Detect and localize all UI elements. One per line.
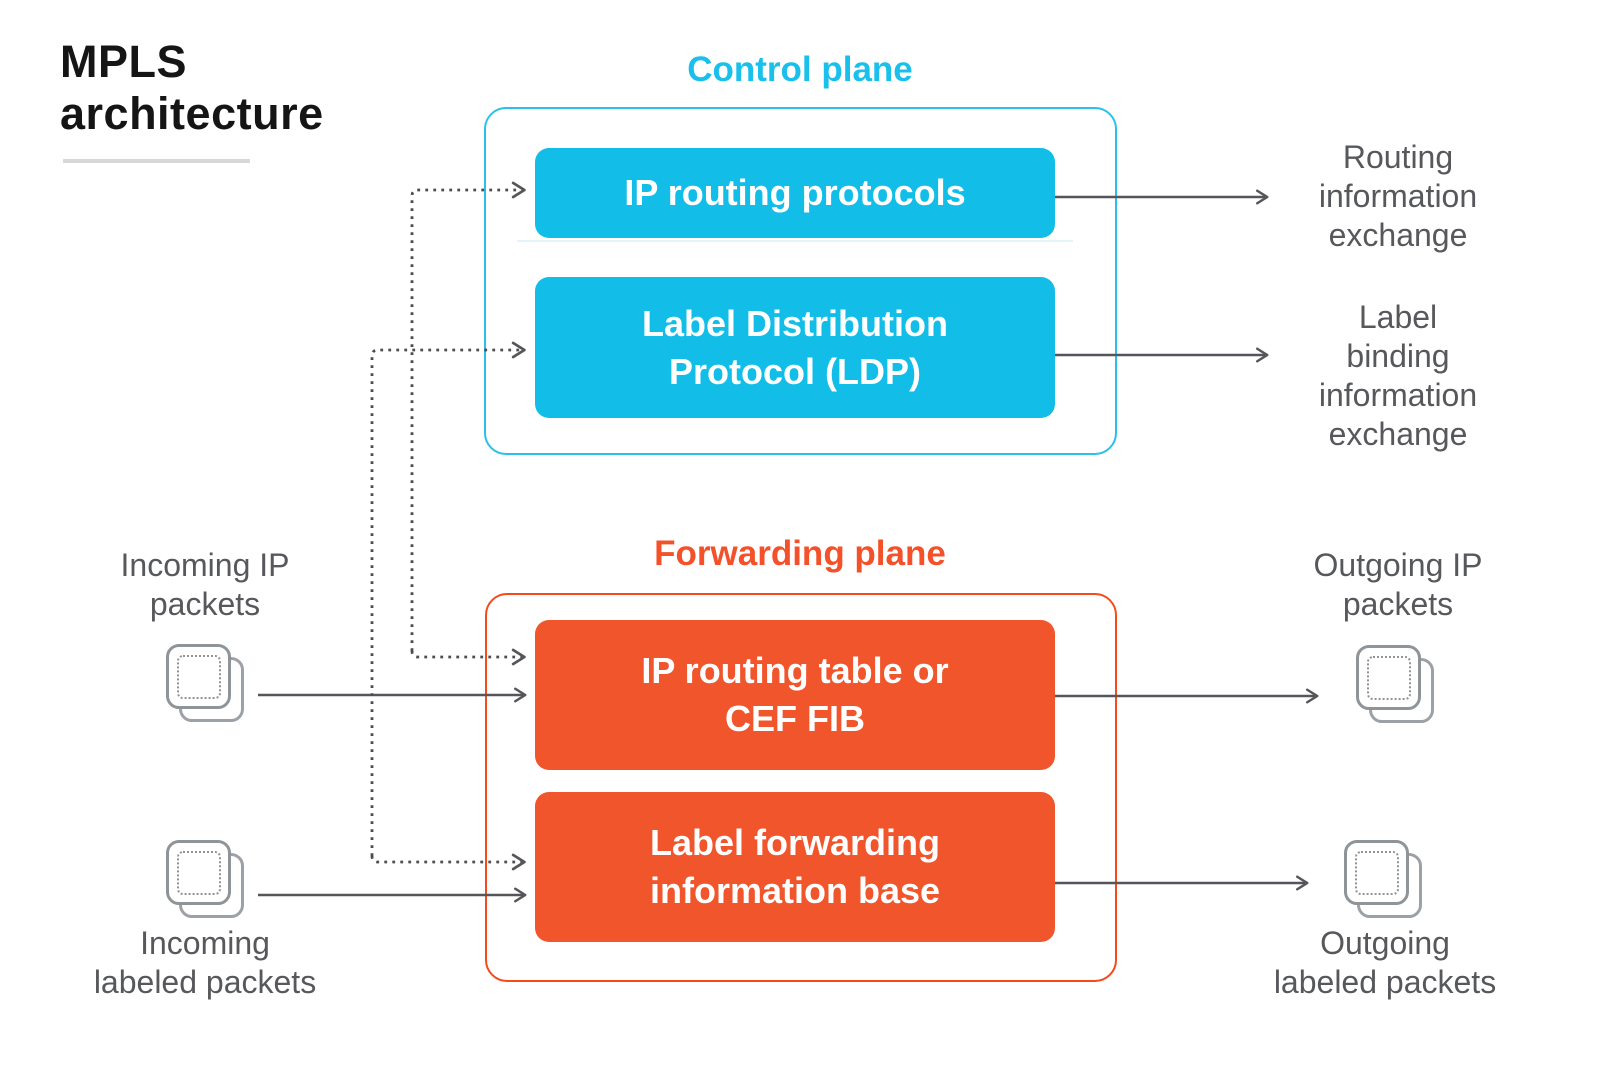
ip-routing-table-box: IP routing table or CEF FIB (535, 620, 1055, 770)
lfib-line2: information base (649, 870, 941, 911)
incoming-labeled-line2: labeled packets (93, 964, 317, 1000)
label-binding-line2: binding (1346, 338, 1450, 374)
routing-information-exchange-label: Routing information exchange (1253, 138, 1543, 255)
incoming-labeled-line1: Incoming (140, 925, 270, 961)
label-binding-exchange-label: Label binding information exchange (1253, 298, 1543, 454)
routing-exchange-line1: Routing (1342, 139, 1454, 175)
control-plane-header: Control plane (687, 50, 913, 89)
ldp-box: Label Distribution Protocol (LDP) (535, 277, 1055, 418)
outgoing-labeled-packets-label: Outgoing labeled packets (1240, 924, 1530, 1002)
incoming-ip-line2: packets (149, 586, 261, 622)
incoming-ip-packet-icon (166, 644, 246, 724)
outgoing-labeled-line2: labeled packets (1273, 964, 1497, 1000)
ip-routing-protocols-label: IP routing protocols (624, 172, 966, 213)
page-title-line2: architecture (60, 88, 324, 139)
label-binding-line4: exchange (1328, 416, 1468, 452)
outgoing-labeled-packet-icon (1344, 840, 1424, 920)
packet-front-sheet (1344, 840, 1409, 905)
ldp-label-line2: Protocol (LDP) (669, 350, 921, 392)
page-title: MPLS architecture (60, 36, 324, 140)
lfib-box: Label forwarding information base (535, 792, 1055, 942)
lfib-line1: Label forwarding (649, 822, 941, 863)
title-underline (63, 159, 250, 163)
routing-exchange-line3: exchange (1328, 217, 1468, 253)
page-title-line1: MPLS (60, 36, 188, 87)
control-plane-divider (517, 240, 1073, 242)
ldp-label-line1: Label Distribution (642, 302, 948, 344)
packet-dotted-inner (177, 851, 221, 895)
outgoing-ip-packet-icon (1356, 645, 1436, 725)
incoming-labeled-packet-icon (166, 840, 246, 920)
packet-front-sheet (166, 644, 231, 709)
routing-exchange-line2: information (1318, 178, 1478, 214)
packet-front-sheet (166, 840, 231, 905)
packet-front-sheet (1356, 645, 1421, 710)
outgoing-ip-line1: Outgoing IP (1313, 547, 1483, 583)
packet-dotted-inner (177, 655, 221, 699)
outgoing-ip-packets-label: Outgoing IP packets (1253, 546, 1543, 624)
incoming-labeled-packets-label: Incoming labeled packets (40, 924, 370, 1002)
label-binding-line1: Label (1358, 299, 1438, 335)
ip-routing-protocols-box: IP routing protocols (535, 148, 1055, 238)
ip-routing-table-line2: CEF FIB (725, 698, 865, 739)
incoming-ip-packets-label: Incoming IP packets (60, 546, 350, 624)
label-binding-line3: information (1318, 377, 1478, 413)
packet-dotted-inner (1367, 656, 1411, 700)
outgoing-labeled-line1: Outgoing (1320, 925, 1450, 961)
outgoing-ip-line2: packets (1342, 586, 1454, 622)
ip-routing-table-line1: IP routing table or (641, 650, 949, 691)
packet-dotted-inner (1355, 851, 1399, 895)
incoming-ip-line1: Incoming IP (120, 547, 290, 583)
forwarding-plane-header: Forwarding plane (654, 534, 946, 573)
